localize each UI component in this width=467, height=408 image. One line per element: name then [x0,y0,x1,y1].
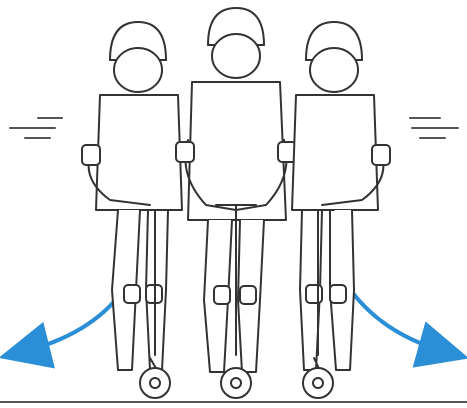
left-rider [82,22,182,398]
center-rider [176,8,296,398]
arrow-right-icon [352,292,446,352]
right-rider [292,22,390,398]
motion-lines-left [10,118,62,138]
arrow-left-icon [22,292,122,352]
motion-lines-right [410,118,458,138]
